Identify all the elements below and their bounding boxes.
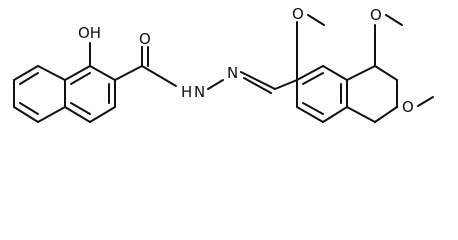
label-nh-hydrogen: H — [181, 83, 192, 101]
naphthalene-right-ring — [64, 65, 116, 123]
methoxy-5: O — [346, 65, 434, 123]
methoxy-4: O — [346, 6, 403, 81]
label-oh: OH — [78, 24, 101, 42]
naphthalene-left-ring — [13, 65, 66, 123]
hydroxyl-group: OH — [78, 24, 101, 67]
amide-group: O N H — [114, 30, 205, 101]
label-methoxy-5-o: O — [402, 98, 414, 116]
label-methoxy-2-o: O — [292, 5, 304, 23]
hydrazone-linkage: N — [207, 64, 298, 94]
label-carbonyl-o: O — [139, 30, 151, 48]
trimethoxyphenyl-ring — [296, 65, 348, 123]
label-n-hydrazone: N — [227, 64, 238, 82]
chemical-structure: OH O N H N O O — [13, 5, 434, 123]
label-n-amide: N — [194, 83, 205, 101]
label-methoxy-4-o: O — [370, 6, 382, 24]
methoxy-2: O — [292, 5, 325, 81]
